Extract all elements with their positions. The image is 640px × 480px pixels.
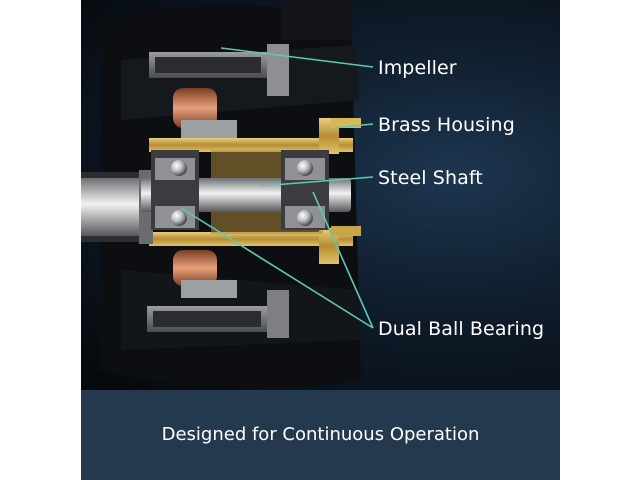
- label-impeller: Impeller: [378, 57, 457, 79]
- callout-leader-lines: [180, 47, 374, 329]
- image-panel: Impeller Brass Housing Steel Shaft Dual …: [81, 0, 560, 480]
- copper-windings: [173, 88, 237, 298]
- caption-text: Designed for Continuous Operation: [161, 424, 480, 445]
- leader-brass-housing: [333, 123, 374, 129]
- fan-motor-drawing: [81, 0, 374, 388]
- impeller-plates: [147, 44, 289, 338]
- leader-bearing-left: [180, 207, 374, 329]
- leader-steel-shaft: [260, 176, 374, 187]
- label-brass-housing: Brass Housing: [378, 114, 515, 136]
- fan-cutaway-illustration: Impeller Brass Housing Steel Shaft Dual …: [81, 0, 560, 390]
- leader-impeller: [220, 47, 374, 68]
- label-dual-ball-bearing: Dual Ball Bearing: [378, 318, 545, 340]
- leader-bearing-right: [312, 191, 374, 329]
- ball-bearing-left: [151, 150, 199, 230]
- ball-bearing-right: [281, 150, 329, 230]
- label-steel-shaft: Steel Shaft: [378, 167, 483, 189]
- caption-banner: [81, 390, 560, 480]
- shaft-stub: [81, 170, 153, 244]
